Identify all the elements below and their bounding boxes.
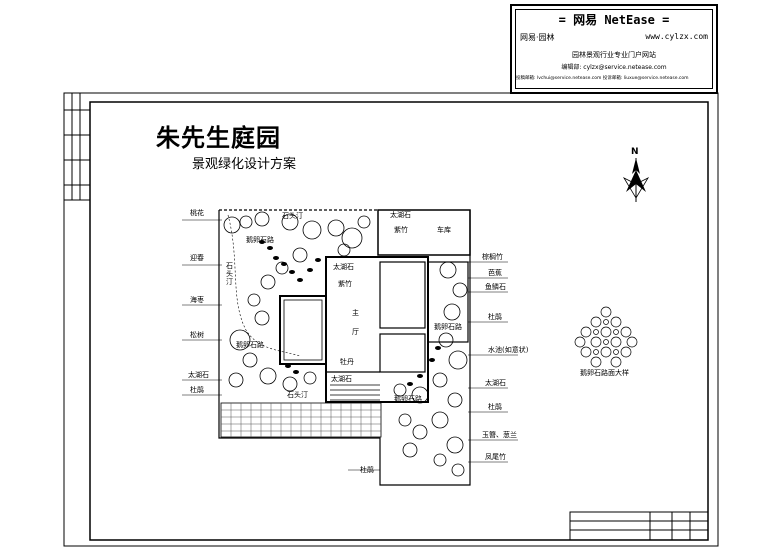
- label-hall-2: 厅: [352, 328, 359, 336]
- label-right-5: 太湖石: [485, 379, 506, 387]
- stamp-footer: 投稿邮箱: lvchui@service.netease.com 投诉邮箱: l…: [516, 76, 689, 81]
- pattern-caption: 鹅卵石路面大样: [580, 369, 629, 377]
- label-taihu-mid: 太湖石: [333, 263, 354, 271]
- label-left-3: 松树: [190, 331, 204, 339]
- stepping-stones: [259, 240, 441, 386]
- paving-hatch: [220, 402, 382, 438]
- drawing-subtitle: 景观绿化设计方案: [192, 157, 297, 172]
- binding-strip: [64, 93, 90, 201]
- label-pebble-path-low: 鹅卵石路: [394, 395, 422, 403]
- label-left-0: 桃花: [190, 209, 204, 217]
- stamp-site: www.cylzx.com: [645, 32, 708, 41]
- north-label: N: [631, 147, 639, 157]
- label-left-4: 太湖石: [188, 371, 209, 379]
- label-lawn: 鹅卵石路: [236, 341, 264, 349]
- publisher-stamp: = 网易 NetEase = 网易·园林 www.cylzx.com 园林景观行…: [510, 4, 718, 94]
- stamp-brand: = 网易 NetEase =: [558, 13, 670, 27]
- stamp-brand-cn: 网易·园林: [520, 33, 555, 42]
- entrance-steps: [330, 384, 380, 401]
- label-right-8: 凤尾竹: [485, 453, 506, 461]
- label-garage: 车库: [437, 226, 451, 234]
- stamp-inner-frame: [515, 9, 713, 89]
- label-right-0: 棕榈竹: [482, 253, 503, 261]
- label-pebble-right: 鹅卵石路: [434, 323, 462, 331]
- label-taihu-top: 太湖石: [390, 211, 411, 219]
- drawing-title: 朱先生庭园: [156, 123, 281, 152]
- label-bamboo-mid: 紫竹: [338, 280, 352, 288]
- label-hall-1: 主: [352, 309, 359, 317]
- label-stone-path-low: 石头汀: [287, 391, 308, 399]
- label-top-path: 石头汀: [282, 212, 303, 220]
- leader-lines-right: [468, 261, 518, 463]
- label-bamboo-top: 紫竹: [394, 226, 408, 234]
- label-right-4: 水池(如意状): [488, 346, 529, 354]
- shrub-clusters: [223, 211, 468, 477]
- label-left-5: 杜鹃: [190, 386, 204, 394]
- label-peony: 牡丹: [340, 358, 354, 366]
- north-arrow-icon: [622, 158, 650, 202]
- label-right-1: 芭蕉: [488, 269, 502, 277]
- title-block: [569, 511, 709, 541]
- leader-lines-left: [182, 219, 222, 396]
- label-right-3: 杜鹃: [488, 313, 502, 321]
- label-right-6: 杜鹃: [488, 403, 502, 411]
- label-top-paving: 鹅卵石路: [246, 236, 274, 244]
- label-right-2: 鱼鳞石: [485, 283, 506, 291]
- label-left-2: 海枣: [190, 296, 204, 304]
- label-taihu-low: 太湖石: [331, 375, 352, 383]
- pebble-pattern: [574, 306, 638, 368]
- label-left-1: 迎春: [190, 254, 204, 262]
- stamp-contact: 编辑部: cylzx@service.netease.com: [561, 64, 667, 71]
- label-right-7: 玉簪、葱兰: [482, 431, 517, 439]
- label-bottom-azalea: 杜鹃: [360, 466, 374, 474]
- stamp-tagline: 园林景观行业专业门户网站: [572, 51, 656, 59]
- label-left-path: 石头汀: [226, 262, 233, 286]
- garden-plan: [182, 209, 518, 486]
